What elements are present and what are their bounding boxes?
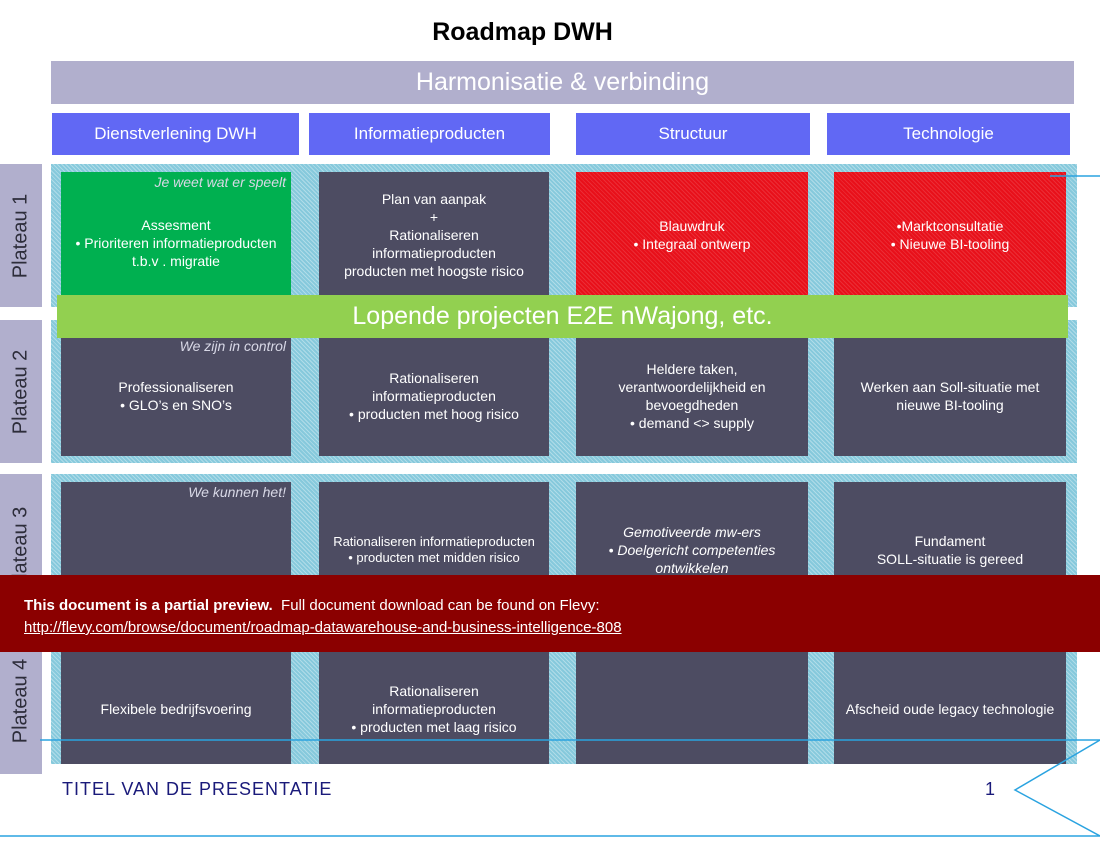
cell-p1-structuur: Blauwdruk • Integraal ontwerp bbox=[576, 172, 808, 297]
column-header-dienstverlening: Dienstverlening DWH bbox=[52, 113, 299, 155]
cell-p2-technologie: Werken aan Soll-situatie met nieuwe BI-t… bbox=[834, 336, 1066, 456]
tagline-plateau-2: We zijn in control bbox=[179, 338, 286, 354]
plateau-2-label: Plateau 2 bbox=[0, 320, 42, 463]
preview-download-link[interactable]: http://flevy.com/browse/document/roadmap… bbox=[24, 619, 622, 636]
column-header-informatieproducten: Informatieproducten bbox=[309, 113, 550, 155]
preview-message: This document is a partial preview. Full… bbox=[24, 595, 1076, 617]
cell-p2-informatieproducten: Rationaliseren informatieproducten • pro… bbox=[319, 336, 549, 456]
column-header-technologie: Technologie bbox=[827, 113, 1070, 155]
cell-p2-structuur: Heldere taken, verantwoordelijkheid en b… bbox=[576, 336, 808, 456]
footer-presentation-title: TITEL VAN DE PRESENTATIE bbox=[62, 779, 333, 799]
cell-p1-dienstverlening: Assesment • Prioriteren informatieproduc… bbox=[61, 172, 291, 297]
cell-p1-informatieproducten: Plan van aanpak + Rationaliseren informa… bbox=[319, 172, 549, 297]
cell-p2-dienstverlening: Professionaliseren • GLO’s en SNO’s bbox=[61, 336, 291, 456]
ongoing-projects-bar: Lopende projecten E2E nWajong, etc. bbox=[57, 295, 1068, 338]
cell-p4-informatieproducten: Rationaliseren informatieproducten • pro… bbox=[319, 630, 549, 764]
plateau-4-label: Plateau 4 bbox=[0, 628, 42, 774]
partial-preview-banner: This document is a partial preview. Full… bbox=[0, 575, 1100, 652]
tagline-plateau-1: Je weet wat er speelt bbox=[154, 174, 286, 190]
plateau-2-text: Plateau 2 bbox=[9, 349, 32, 434]
tagline-plateau-3: We kunnen het! bbox=[188, 484, 286, 500]
preview-bold-text: This document is a partial preview. bbox=[24, 597, 273, 614]
preview-text: Full document download can be found on F… bbox=[281, 597, 600, 614]
cell-p4-dienstverlening: Flexibele bedrijfsvoering bbox=[61, 630, 291, 764]
page-title: Roadmap DWH bbox=[432, 18, 613, 46]
plateau-1-text: Plateau 1 bbox=[9, 193, 32, 278]
column-header-structuur: Structuur bbox=[576, 113, 810, 155]
harmonisatie-banner: Harmonisatie & verbinding bbox=[51, 61, 1074, 104]
page-number: 1 bbox=[985, 779, 996, 799]
cell-p1-technologie: •Marktconsultatie • Nieuwe BI-tooling bbox=[834, 172, 1066, 297]
plateau-4-text: Plateau 4 bbox=[9, 658, 32, 744]
cell-p4-structuur bbox=[576, 630, 808, 764]
plateau-1-label: Plateau 1 bbox=[0, 164, 42, 307]
